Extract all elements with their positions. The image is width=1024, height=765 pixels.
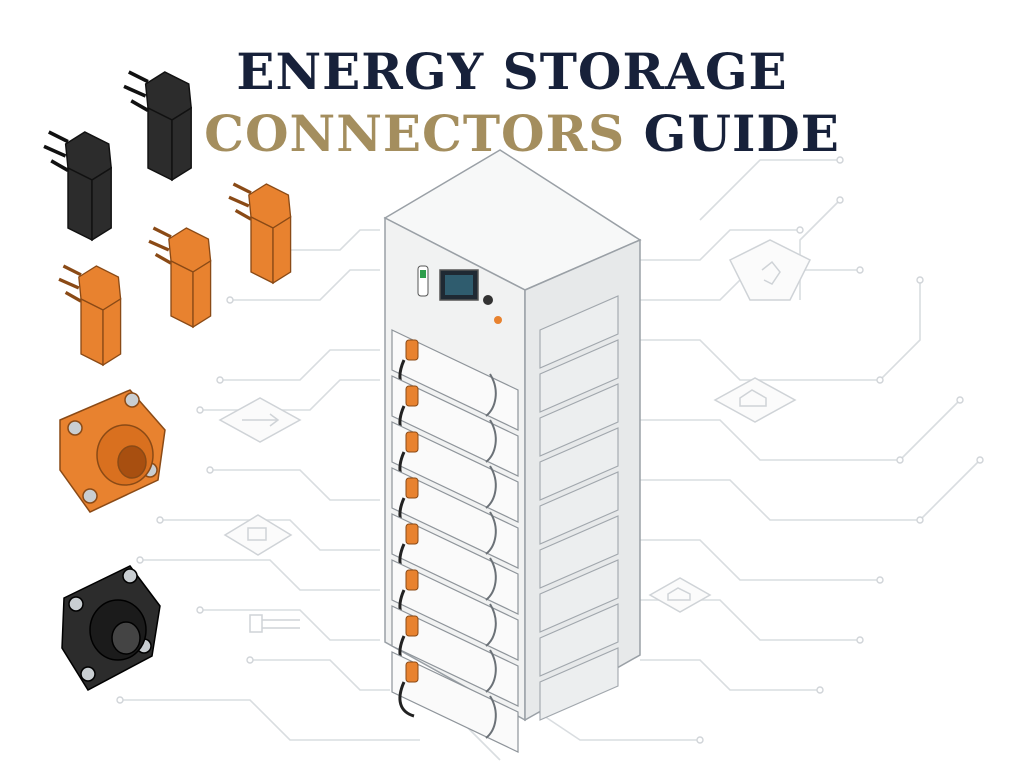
module-connector: [405, 477, 419, 499]
side-panel: [539, 427, 619, 501]
black-panel-socket-icon: [61, 565, 161, 691]
module-cable: [485, 695, 497, 739]
switch-icon: [218, 397, 302, 443]
title-line-1: ENERGY STORAGE: [236, 42, 788, 101]
battery-module: [391, 513, 519, 615]
module-cable: [485, 419, 497, 463]
black-right-angle-connector-icon: [42, 70, 193, 242]
module-cable: [485, 649, 497, 693]
battery-module: [391, 559, 519, 661]
module-cable: [485, 465, 497, 509]
side-panel: [539, 603, 619, 677]
module-connector: [405, 431, 419, 453]
title-highlight: CONNECTORS: [204, 104, 626, 163]
battery-module: [391, 421, 519, 523]
battery-module: [391, 605, 519, 707]
side-panel: [539, 471, 619, 545]
module-connector: [405, 385, 419, 407]
module-cable: [398, 681, 415, 718]
module-cable: [485, 557, 497, 601]
orange-panel-socket-icon: [59, 389, 166, 513]
module-connector: [405, 339, 419, 361]
module-cable: [485, 603, 497, 647]
module-connector: [405, 523, 419, 545]
side-panel: [539, 559, 619, 633]
module-connector: [405, 661, 419, 683]
battery-module: [391, 651, 519, 753]
battery-module: [391, 467, 519, 569]
house-icon: [648, 377, 797, 613]
side-panel: [539, 339, 619, 413]
module-cable: [485, 373, 497, 417]
side-panel: [539, 295, 619, 369]
title-line-2: CONNECTORS GUIDE: [0, 104, 1024, 163]
module-connector: [405, 569, 419, 591]
module-cable: [485, 511, 497, 555]
title-rest: GUIDE: [643, 104, 840, 163]
plug-icon: [223, 514, 300, 633]
shield-icon: [728, 239, 812, 301]
module-connector: [405, 615, 419, 637]
side-panel: [539, 647, 619, 721]
side-panel: [539, 515, 619, 589]
battery-module: [391, 375, 519, 477]
battery-module: [391, 329, 519, 431]
side-panel: [539, 383, 619, 457]
